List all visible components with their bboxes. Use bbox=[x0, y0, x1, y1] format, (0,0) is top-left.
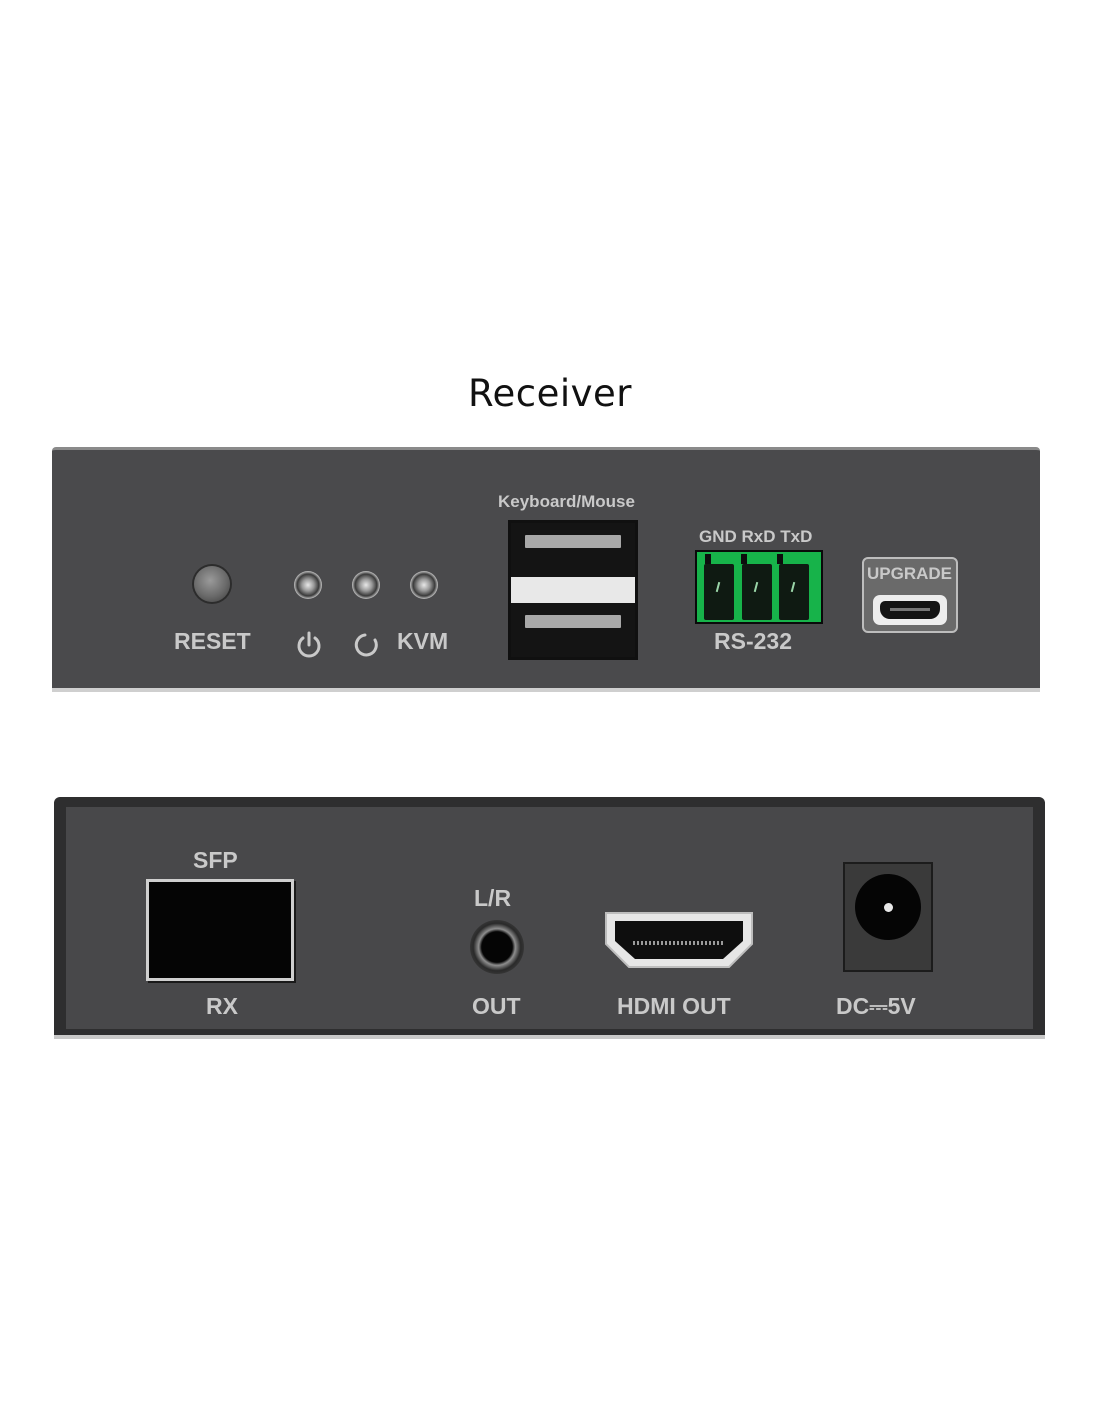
usb-port-top[interactable] bbox=[511, 523, 635, 577]
audio-out-label: OUT bbox=[472, 993, 521, 1019]
hdmi-out-label: HDMI OUT bbox=[617, 993, 731, 1019]
rs232-terminal-block[interactable] bbox=[695, 550, 823, 624]
usb-ports[interactable] bbox=[508, 520, 638, 660]
reset-label: RESET bbox=[174, 628, 251, 654]
hdmi-port[interactable] bbox=[603, 910, 755, 970]
audio-lr-label: L/R bbox=[474, 885, 512, 911]
usb-port-bottom[interactable] bbox=[511, 603, 635, 657]
dc-power-jack[interactable] bbox=[843, 862, 933, 972]
rear-panel: SFP RX L/R OUT HDMI OUT DC⎓5V bbox=[54, 797, 1045, 1035]
kvm-label: KVM bbox=[397, 628, 449, 654]
page-title: Receiver bbox=[467, 372, 633, 415]
rs232-label: RS-232 bbox=[714, 628, 792, 654]
link-refresh-icon bbox=[354, 633, 378, 657]
micro-usb-port[interactable] bbox=[873, 595, 947, 625]
rx-label: RX bbox=[206, 993, 238, 1019]
reset-button[interactable] bbox=[194, 566, 230, 602]
sfp-label: SFP bbox=[193, 847, 238, 873]
front-panel: RESET KVM Keyboard/Mouse GND RxD TxD RS-… bbox=[52, 447, 1040, 688]
sfp-port[interactable] bbox=[146, 879, 294, 981]
audio-out-jack[interactable] bbox=[470, 920, 524, 974]
dc-5v-label: DC⎓5V bbox=[836, 993, 916, 1019]
terminal-pins-label: GND RxD TxD bbox=[699, 527, 813, 546]
power-icon bbox=[297, 631, 321, 658]
upgrade-label: UPGRADE bbox=[867, 564, 953, 583]
link-led bbox=[352, 571, 380, 599]
power-led bbox=[294, 571, 322, 599]
usb-label: Keyboard/Mouse bbox=[498, 492, 635, 511]
upgrade-port[interactable]: UPGRADE bbox=[862, 557, 958, 633]
kvm-led bbox=[410, 571, 438, 599]
